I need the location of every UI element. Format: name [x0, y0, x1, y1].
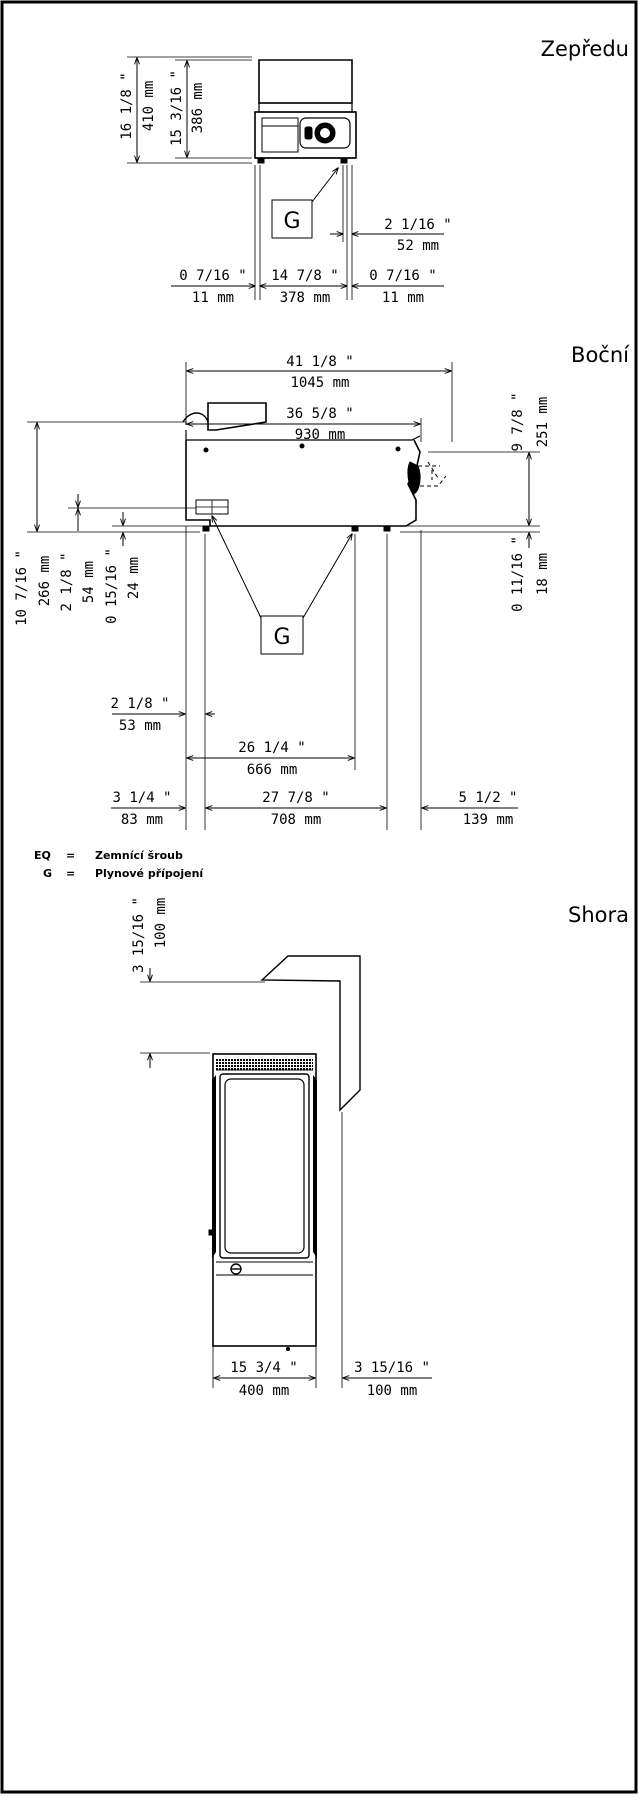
front-panel-door [261, 125, 299, 153]
front-height-total-in: 16 1/8 " [119, 72, 135, 139]
top-body-outline [212, 1053, 317, 1347]
side-upstand [207, 402, 267, 431]
top-side-clearance-in: 3 15/16 " [354, 1360, 430, 1376]
front-width-in: 14 7/8 " [271, 268, 338, 284]
front-foot-right [340, 157, 348, 164]
front-label-plate [261, 117, 299, 127]
side-height-in: 10 7/16 " [14, 550, 30, 626]
top-wall-outline [260, 955, 361, 1112]
side-gas-box [260, 615, 304, 655]
side-body-outline [185, 439, 421, 527]
side-rear-gas-mm: 666 mm [247, 762, 298, 778]
side-gas-label: G [273, 625, 290, 650]
front-height-body-in: 15 3/16 " [169, 70, 185, 146]
front-hotplate-edge [258, 102, 353, 113]
side-foot-height-mm: 24 mm [126, 557, 142, 599]
top-side-rail-left [212, 1075, 216, 1258]
front-upstand [258, 59, 353, 104]
front-width-mm: 378 mm [280, 290, 331, 306]
side-base-offset-mm: 18 mm [535, 553, 551, 595]
front-height-body-mm: 386 mm [190, 83, 206, 134]
front-height-total-mm: 410 mm [141, 81, 157, 132]
side-rear-foot-mm: 139 mm [463, 812, 514, 828]
side-foot-front [202, 525, 210, 532]
top-rear-clearance-mm: 100 mm [153, 898, 169, 949]
front-right-margin-in: 0 7/16 " [369, 268, 436, 284]
side-depth-body-mm: 930 mm [295, 427, 346, 443]
front-view: Zepředu 16 1/8 " 410 mm 15 3/16 " 386 mm… [119, 37, 629, 306]
side-height-mm: 266 mm [37, 556, 53, 607]
top-side-clearance-mm: 100 mm [367, 1383, 418, 1399]
top-view: Shora 3 15/16 " 100 mm 15 3/4 " 400 [131, 897, 629, 1399]
side-depth-body-in: 36 5/8 " [286, 406, 353, 422]
side-front-gas-mm: 53 mm [119, 718, 161, 734]
front-foot-left [257, 157, 265, 164]
front-left-margin-in: 0 7/16 " [179, 268, 246, 284]
side-view-title: Boční [571, 343, 630, 367]
front-gas-box [271, 199, 313, 239]
side-gas-height-mm: 54 mm [81, 561, 97, 603]
front-view-title: Zepředu [541, 37, 629, 61]
knob-center [320, 128, 330, 138]
side-rear-gas-in: 26 1/4 " [238, 740, 305, 756]
front-gas-offset-mm: 52 mm [397, 238, 439, 254]
side-rear-foot-in: 5 1/2 " [458, 790, 517, 806]
front-right-margin-mm: 11 mm [382, 290, 424, 306]
side-front-gas-in: 2 1/8 " [110, 696, 169, 712]
side-foot-rear [383, 525, 391, 532]
top-width-mm: 400 mm [239, 1383, 290, 1399]
front-gas-offset-in: 2 1/16 " [384, 217, 451, 233]
side-front-foot-mm: 83 mm [121, 812, 163, 828]
front-knob-housing [299, 117, 351, 149]
side-foot-span-in: 27 7/8 " [262, 790, 329, 806]
side-splash-guard [182, 412, 209, 423]
side-top-clearance-mm: 251 mm [535, 397, 551, 448]
top-vent-grill [216, 1058, 313, 1070]
legend-sep-eq: = [66, 849, 75, 862]
top-gas-connector [208, 1229, 214, 1236]
side-gas-height-in: 2 1/8 " [59, 552, 75, 611]
top-view-title: Shora [568, 903, 629, 927]
legend-code-eq: EQ [34, 849, 51, 862]
top-hotplate [224, 1078, 305, 1254]
legend-code-g: G [43, 867, 52, 880]
side-base-offset-in: 0 11/16 " [510, 536, 526, 612]
side-depth-total-in: 41 1/8 " [286, 354, 353, 370]
legend: EQ = Zemnící šroub G = Plynové přípojení [34, 849, 204, 880]
pilot-button-icon [304, 126, 313, 140]
front-left-margin-mm: 11 mm [192, 290, 234, 306]
legend-sep-g: = [66, 867, 75, 880]
top-cooking-surface [219, 1073, 310, 1259]
top-rear-clearance-in: 3 15/16 " [131, 897, 147, 973]
side-front-foot-in: 3 1/4 " [112, 790, 171, 806]
legend-text-g: Plynové přípojení [95, 867, 204, 880]
side-foot-mid [351, 525, 359, 532]
top-width-in: 15 3/4 " [230, 1360, 297, 1376]
legend-text-eq: Zemnící šroub [95, 849, 183, 862]
side-depth-total-mm: 1045 mm [290, 375, 349, 391]
side-foot-span-mm: 708 mm [271, 812, 322, 828]
side-top-clearance-in: 9 7/8 " [510, 392, 526, 451]
front-gas-label: G [283, 209, 300, 234]
top-side-rail-right [313, 1075, 317, 1258]
side-view: Boční 41 1/8 " 1045 mm 36 5/8 " 930 mm [14, 343, 630, 830]
side-knob-icon [407, 461, 421, 495]
side-foot-height-in: 0 15/16 " [104, 548, 120, 624]
